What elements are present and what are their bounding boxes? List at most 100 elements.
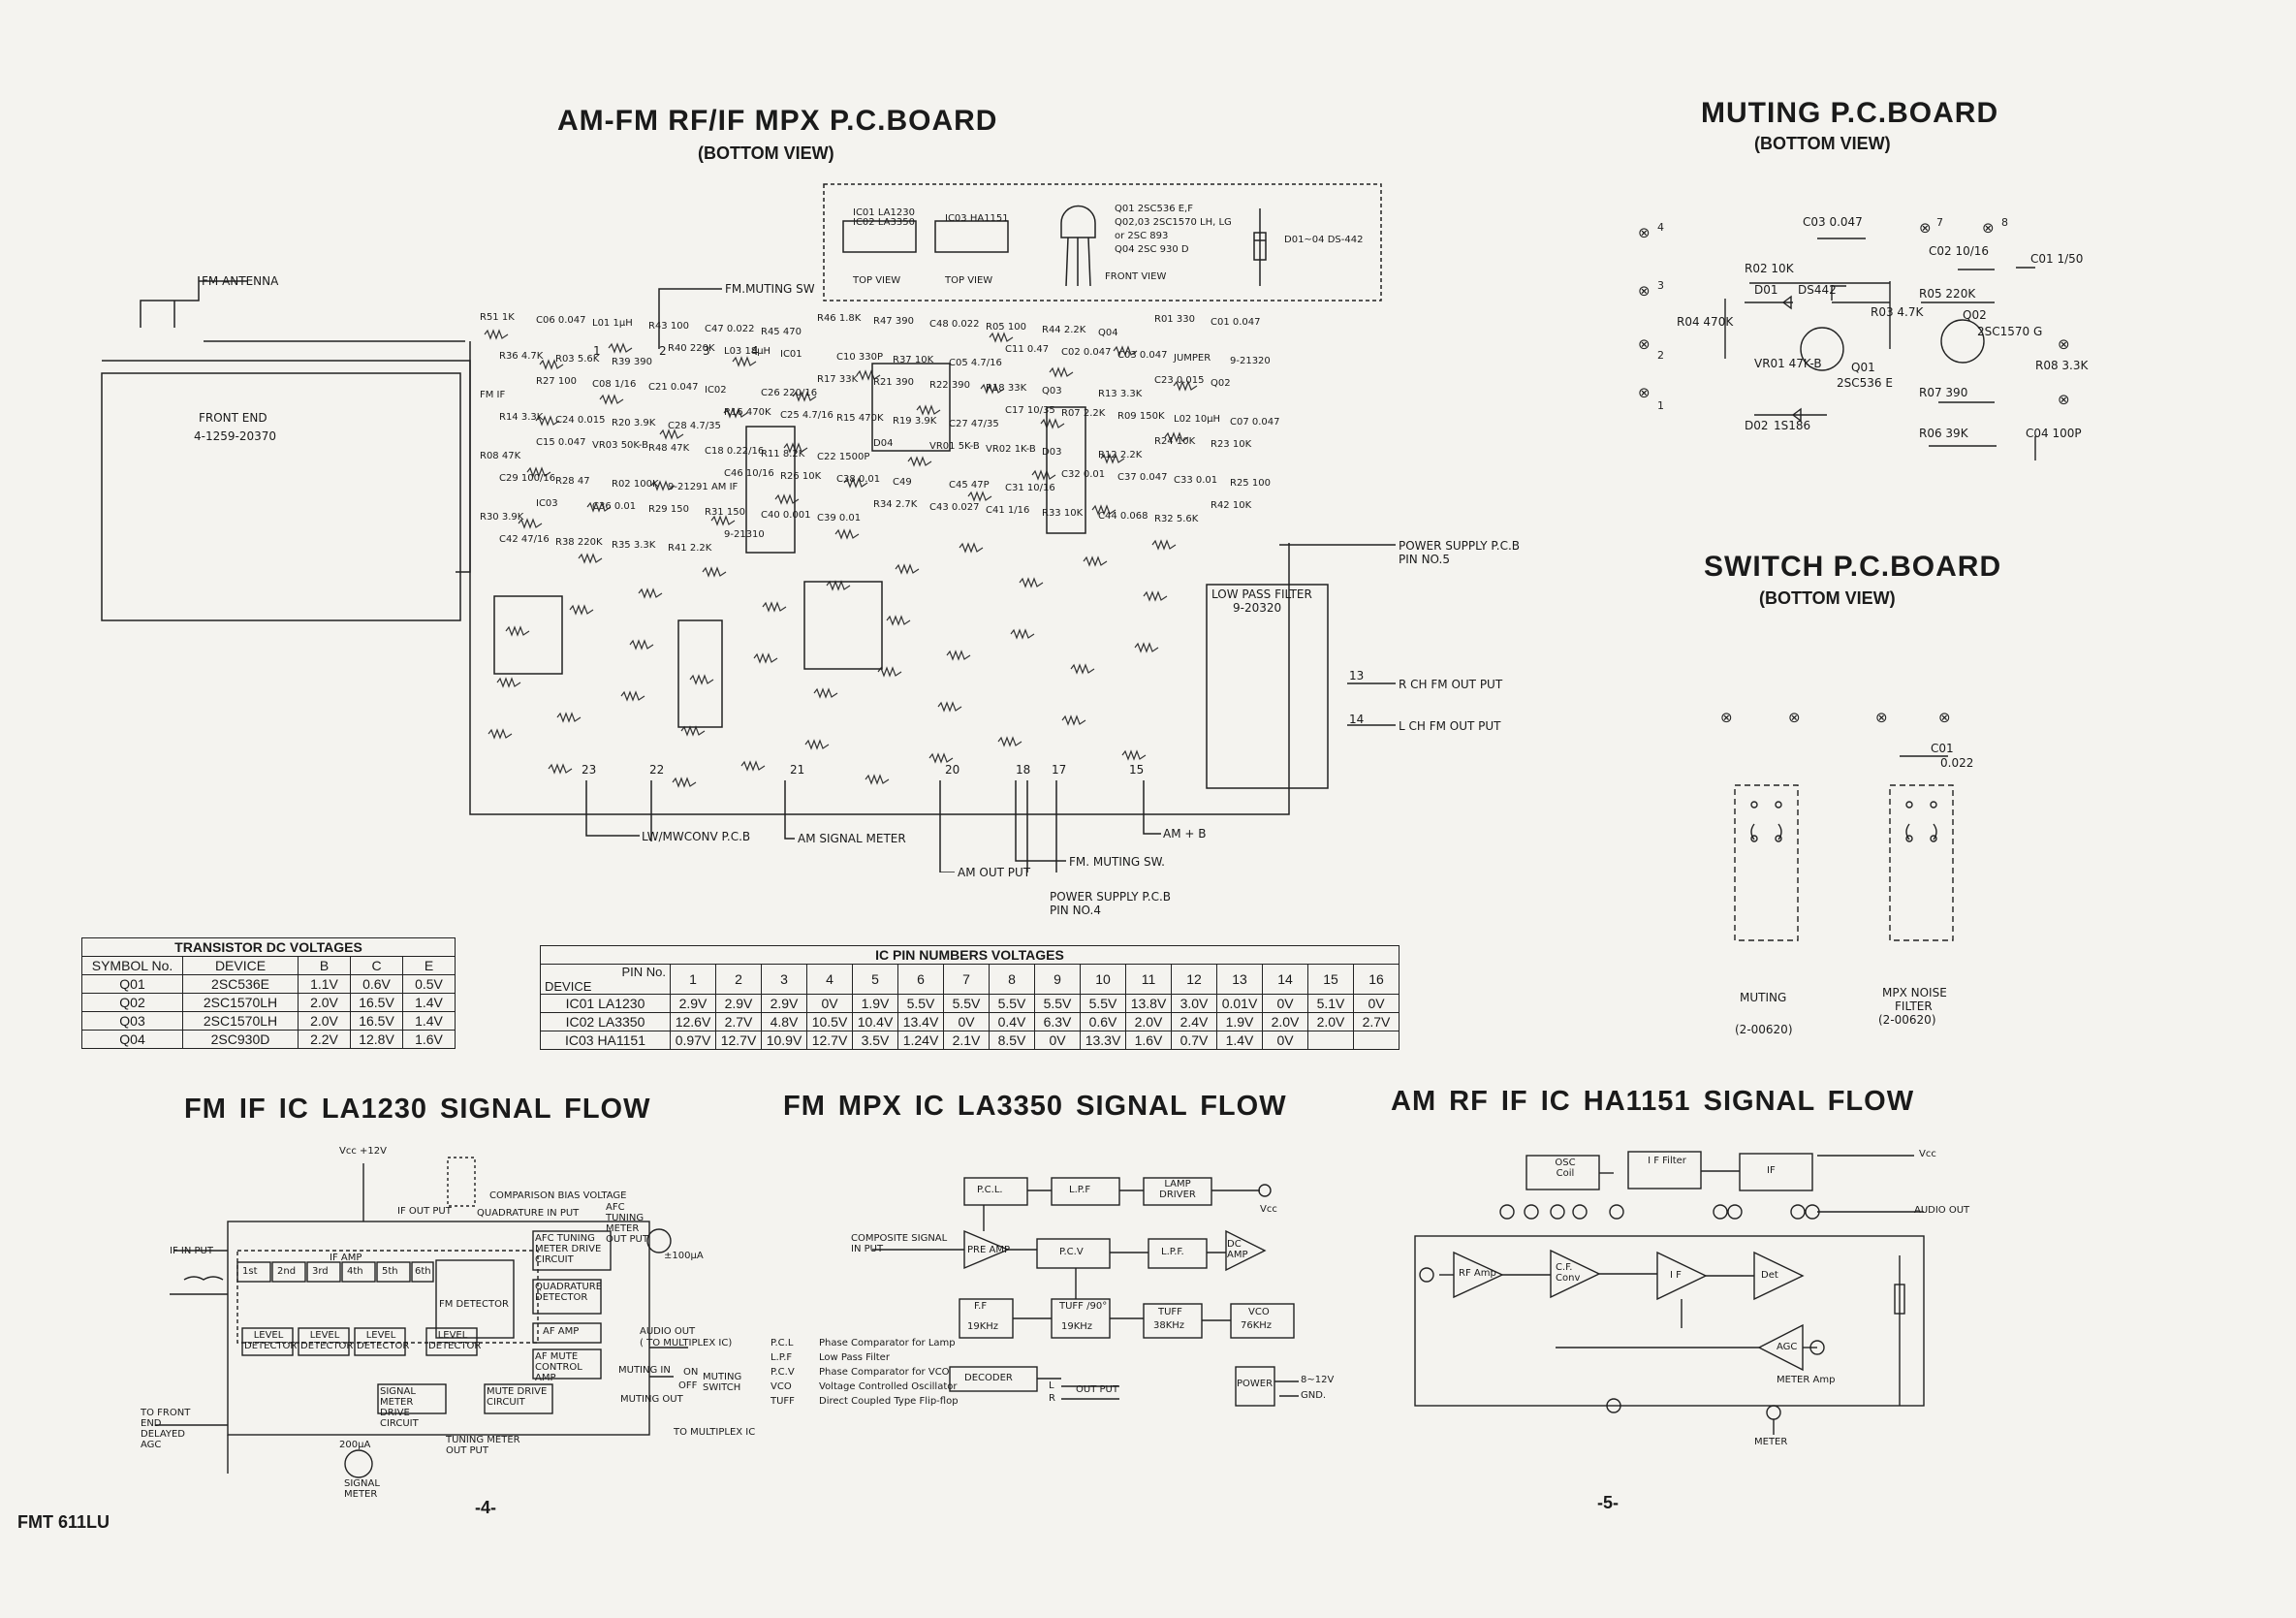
svg-text:⊗: ⊗ — [1720, 709, 1733, 726]
power-supply-pin4-label: POWER SUPPLY P.C.B — [1050, 890, 1171, 904]
la1230-quad-in: QUADRATURE IN PUT — [477, 1208, 580, 1219]
part-label: C40 0.001 — [761, 510, 811, 521]
pin-number: 23 — [582, 763, 597, 777]
ha1151-osc: OSC Coil — [1555, 1158, 1576, 1179]
part-label: R26 10K — [780, 471, 822, 482]
part-label: C28 4.7/35 — [668, 421, 721, 431]
legend-q04: Q04 2SC 930 D — [1115, 244, 1189, 255]
la3350-flow: P.C.L. L.P.F LAMP DRIVER Vcc COMPOSITE S… — [771, 1163, 1334, 1483]
part-label: R21 390 — [873, 377, 914, 388]
ic-value-cell: 5.5V — [1034, 994, 1081, 1013]
diode-icon — [1250, 208, 1270, 291]
la1230-af-amp: AF AMP — [543, 1326, 580, 1337]
part-label: R20 3.9K — [612, 418, 656, 428]
legend-top-view-2: TOP VIEW — [945, 275, 993, 286]
part-label: L02 10μH — [1174, 414, 1221, 425]
ic-corner-device: DEVICE — [545, 979, 592, 994]
part-label: R25 100 — [1230, 478, 1271, 489]
svg-text:4: 4 — [1657, 221, 1664, 234]
ic-pin-header: 14 — [1262, 964, 1308, 995]
la3350-composite: COMPOSITE SIGNAL IN PUT — [851, 1233, 948, 1254]
part-label: R48 47K — [648, 443, 690, 454]
ha1151-title: AM RF IF IC HA1151 SIGNAL FLOW — [1391, 1086, 1915, 1117]
ic-value-cell: 6.3V — [1034, 1012, 1081, 1031]
muting-part-label: 2SC1570 G — [1977, 325, 2043, 338]
la1230-quad-det: QUADRATURE DETECTOR — [535, 1282, 603, 1303]
am-b-label: AM + B — [1163, 827, 1207, 841]
muting-part-label: 2SC536 E — [1837, 376, 1893, 390]
ic-value-cell: 2.9V — [670, 994, 716, 1013]
ic-value-cell: 5.5V — [1080, 994, 1126, 1013]
transistor-header: C — [350, 956, 403, 975]
ic-value-cell: 1.4V — [1216, 1031, 1263, 1050]
part-label: C18 0.22/16 — [705, 446, 765, 457]
transistor-cell: 1.6V — [402, 1030, 456, 1049]
part-label: C42 47/16 — [499, 534, 550, 545]
ic-pin-header: 11 — [1125, 964, 1172, 995]
svg-text:⊗: ⊗ — [1638, 384, 1651, 401]
ic-pin-header: 3 — [761, 964, 807, 995]
svg-text:2: 2 — [1657, 349, 1664, 362]
ic-pin-header: 12 — [1171, 964, 1217, 995]
la3350-tuff90: TUFF /90° — [1059, 1301, 1108, 1312]
part-label: R12 2.2K — [1098, 450, 1143, 460]
la3350-legend-desc: Phase Comparator for VCO — [819, 1367, 950, 1378]
muting-board-traces: ⊗4 ⊗3 ⊗2 ⊗1 ⊗7 ⊗8 ⊗ ⊗ — [1638, 216, 2070, 460]
part-label: R30 3.9K — [480, 512, 524, 523]
ic-pin-header: 2 — [715, 964, 762, 995]
part-label: R44 2.2K — [1042, 325, 1086, 335]
ic-value-cell: 12.6V — [670, 1012, 716, 1031]
switch-mpx-part: (2-00620) — [1878, 1013, 1936, 1027]
svg-text:⊗: ⊗ — [2058, 391, 2070, 408]
part-label: C24 0.015 — [555, 415, 606, 426]
la3350-legend-abbr: VCO — [771, 1381, 792, 1392]
ic-pin-header: 4 — [806, 964, 853, 995]
part-label: R35 3.3K — [612, 540, 656, 551]
ic-value-cell: 2.9V — [715, 994, 762, 1013]
main-board: FM ANTENNA FRONT END 4-1259-20370 FM.MUT… — [0, 0, 1520, 917]
ha1151-cf-conv: C.F. Conv — [1556, 1262, 1581, 1284]
transistor-header: SYMBOL No. — [81, 956, 183, 975]
part-label: R17 33K — [817, 374, 859, 385]
la3350-legend-desc: Low Pass Filter — [819, 1352, 890, 1363]
ic-value-cell: 0.4V — [989, 1012, 1035, 1031]
la3350-v12: 8~12V — [1301, 1375, 1335, 1385]
transistor-table-caption: TRANSISTOR DC VOLTAGES — [81, 937, 456, 957]
ic-pin-header: 9 — [1034, 964, 1081, 995]
svg-text:⊗: ⊗ — [1638, 224, 1651, 241]
part-label: R05 100 — [986, 322, 1026, 333]
pin-number: 14 — [1349, 713, 1365, 726]
muting-part-label: C01 1/50 — [2030, 252, 2084, 266]
la3350-tuff-freq: 38KHz — [1153, 1320, 1185, 1331]
la3350-tuff: TUFF — [1158, 1307, 1182, 1317]
part-label: C36 0.01 — [592, 501, 637, 512]
la3350-legend-desc: Phase Comparator for Lamp — [819, 1338, 956, 1348]
svg-text:8: 8 — [2001, 216, 2008, 229]
legend-q02b: or 2SC 893 — [1115, 231, 1169, 241]
am-signal-meter-label: AM SIGNAL METER — [798, 832, 906, 845]
part-label: C23 0.015 — [1154, 375, 1205, 386]
la1230-muting-switch: MUTING SWITCH — [703, 1372, 742, 1393]
transistor-cell: 16.5V — [350, 993, 403, 1012]
muting-part-label: R04 470K — [1677, 315, 1734, 329]
ha1151-traces — [1414, 1151, 1925, 1435]
la1230-afc-drive: AFC TUNING METER DRIVE CIRCUIT — [535, 1233, 602, 1265]
switch-c01-val: 0.022 — [1940, 756, 1974, 770]
ic-value-cell: 4.8V — [761, 1012, 807, 1031]
ic-value-cell: 0V — [1262, 994, 1308, 1013]
part-label: C32 0.01 — [1061, 469, 1106, 480]
ic-value-cell: 13.3V — [1080, 1031, 1126, 1050]
ic-pin-header: 13 — [1216, 964, 1263, 995]
part-label: L01 1μH — [592, 318, 633, 329]
part-label: IC03 — [536, 498, 558, 509]
ic-pin-header: 7 — [943, 964, 990, 995]
part-label: 9-21291 AM IF — [668, 482, 739, 492]
transistor-cell: 0.5V — [402, 974, 456, 994]
ha1151-det: Det — [1761, 1270, 1778, 1281]
transistor-cell: Q03 — [81, 1011, 183, 1031]
